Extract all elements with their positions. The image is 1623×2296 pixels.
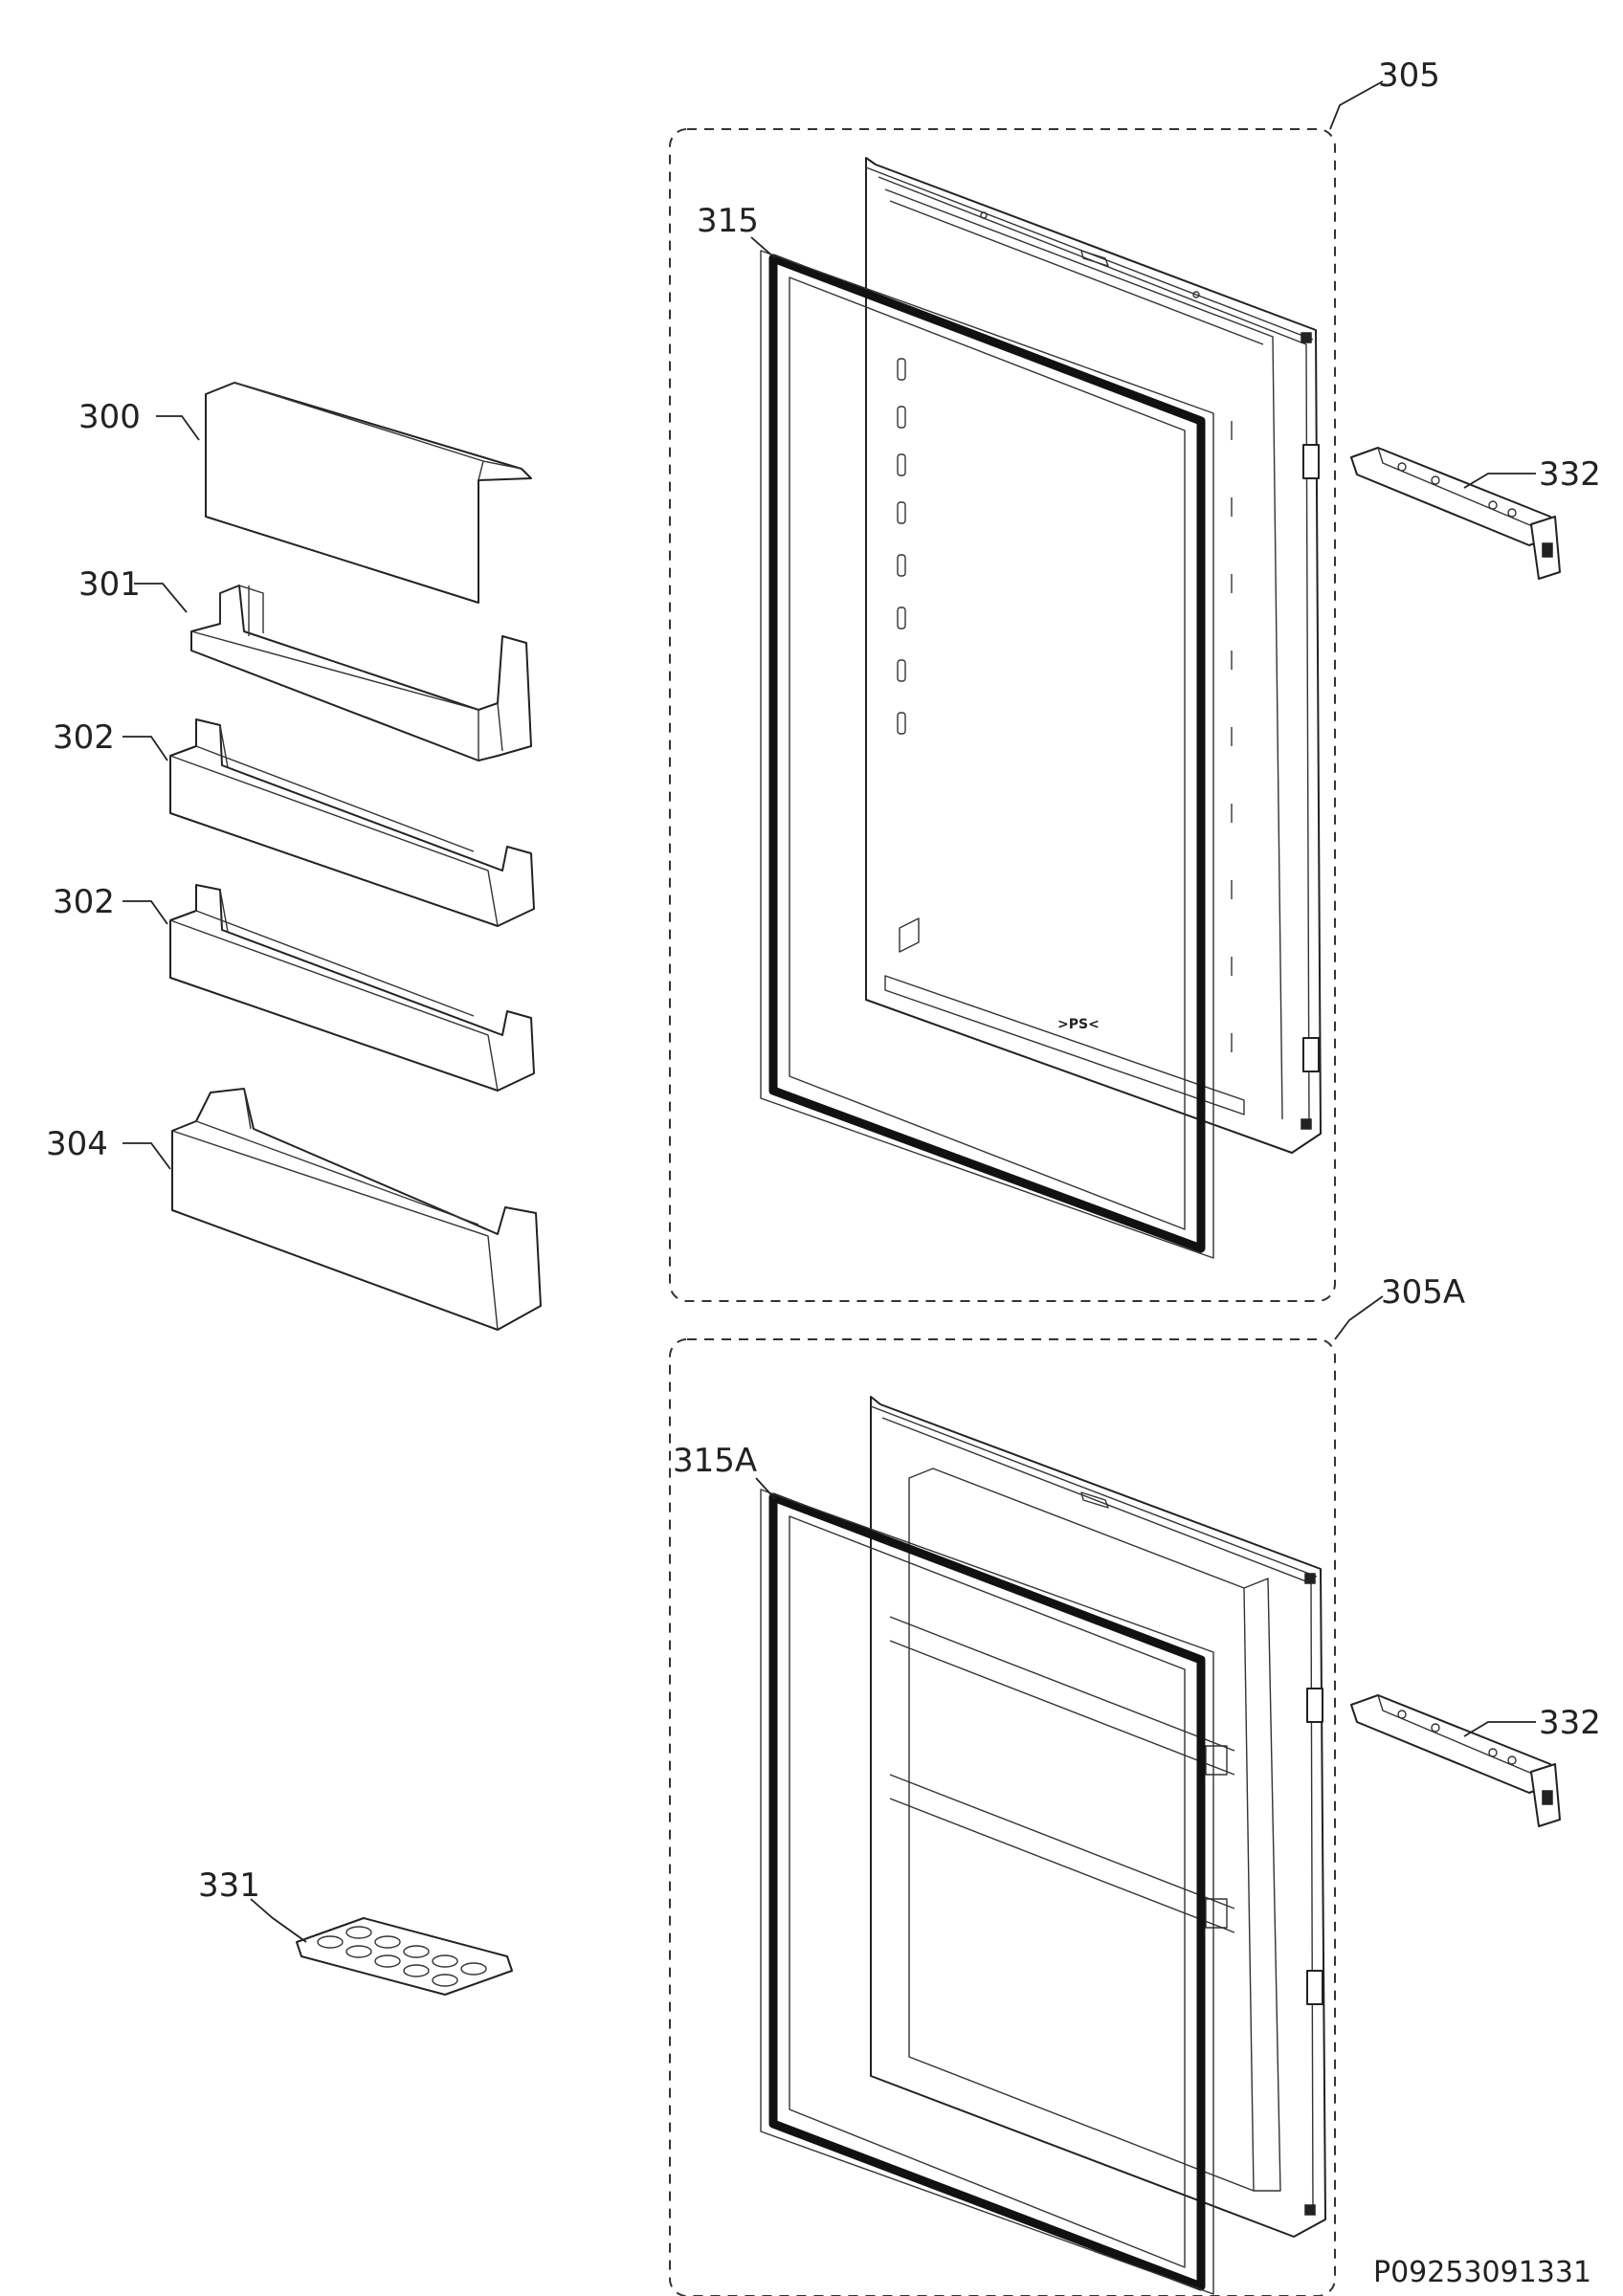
lower-door-assembly (870, 1396, 1326, 2238)
group-box-upper-door (669, 128, 1336, 1302)
drawing-code: P09253091331 (1373, 2256, 1591, 2289)
label-332-lower: 332 (1539, 1704, 1601, 1742)
part-302-shelf-upper (169, 718, 535, 927)
part-300-flap (205, 382, 532, 604)
label-315: 315 (697, 202, 759, 240)
part-331-egg-tray (296, 1917, 513, 1996)
part-302-shelf-lower (169, 884, 535, 1092)
part-301-balcony (190, 585, 532, 762)
part-304-bottle-shelf (171, 1088, 542, 1331)
lower-hinge (1350, 1694, 1561, 1827)
group-box-lower-door (669, 1338, 1336, 2296)
label-304: 304 (46, 1125, 108, 1163)
label-305: 305 (1378, 56, 1440, 95)
label-332-upper: 332 (1539, 455, 1601, 494)
upper-door-gasket (760, 250, 1214, 1259)
label-300: 300 (78, 398, 141, 436)
upper-hinge (1350, 447, 1561, 580)
lower-door-gasket (760, 1489, 1214, 2295)
label-302-upper: 302 (53, 718, 115, 757)
label-301: 301 (78, 565, 141, 604)
upper-door-assembly: >PS< (865, 157, 1322, 1154)
label-315a: 315A (673, 1442, 757, 1480)
label-305a: 305A (1381, 1273, 1465, 1312)
door-marking-text: >PS< (1057, 1017, 1100, 1032)
leader-lines (122, 80, 1536, 1943)
label-331: 331 (198, 1866, 260, 1905)
label-302-lower: 302 (53, 883, 115, 921)
